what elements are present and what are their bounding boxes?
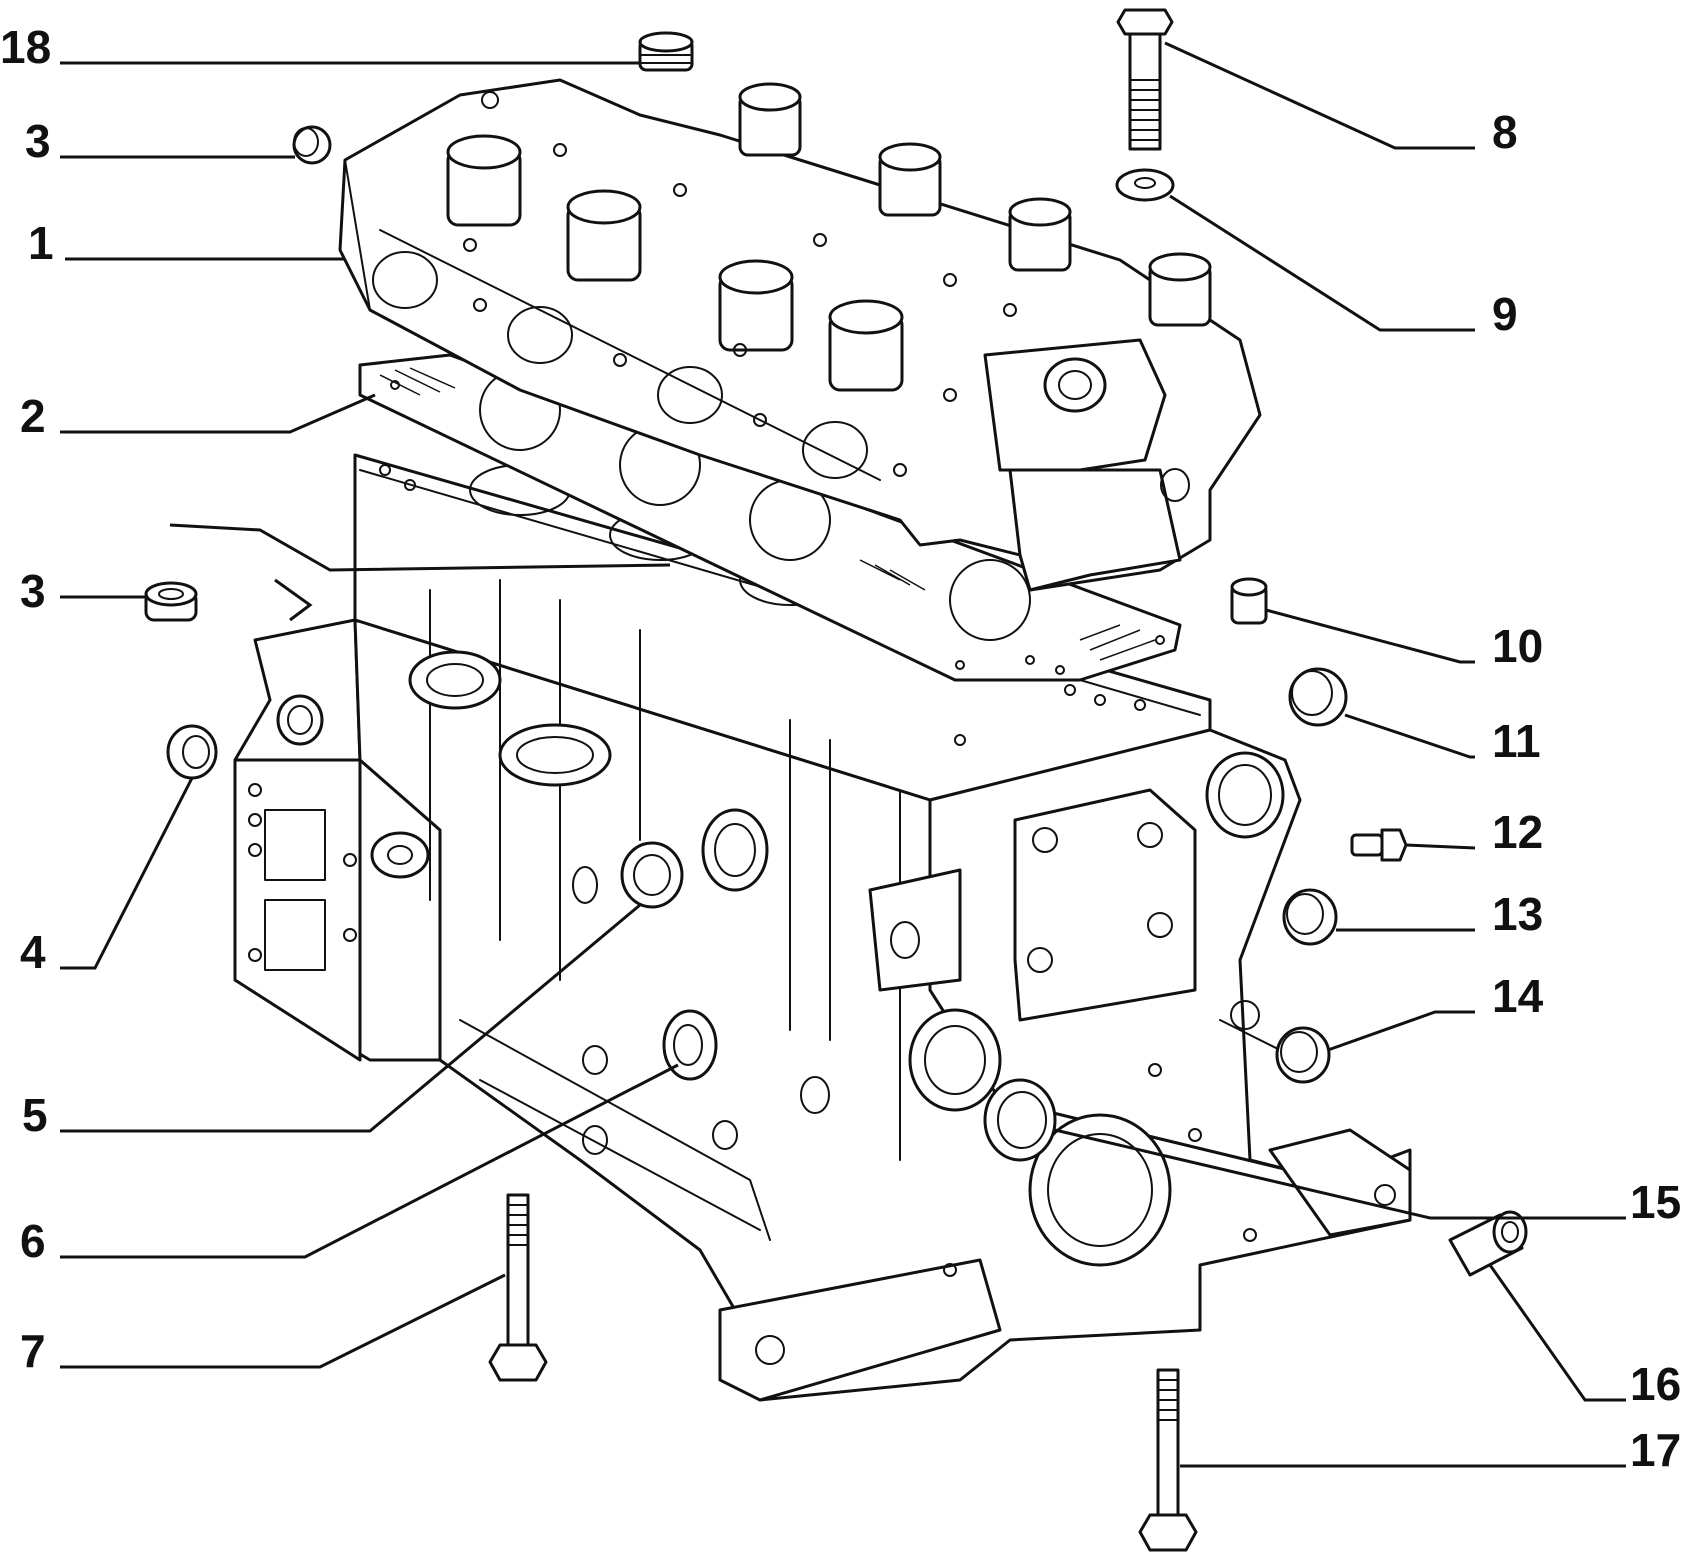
callout-3: 3 — [20, 565, 46, 617]
callout-17: 17 — [1630, 1424, 1681, 1476]
leader-6 — [60, 1063, 679, 1259]
tappet-bucket — [566, 189, 642, 282]
leader-9 — [1169, 194, 1475, 332]
leader-5 — [60, 903, 641, 1133]
callout-15: 15 — [1630, 1176, 1681, 1228]
leader-12 — [1405, 843, 1476, 850]
callout-1: 1 — [28, 217, 54, 269]
tappet-bucket — [828, 299, 904, 392]
callout-18: 18 — [0, 21, 51, 73]
part-14-cap-plug — [1275, 1026, 1331, 1084]
part-17-stud — [1138, 1368, 1198, 1552]
part-11-cap-plug — [1288, 667, 1348, 727]
part-9-washer — [1115, 168, 1175, 202]
callout-11: 11 — [1492, 715, 1541, 767]
callout-13: 13 — [1492, 888, 1543, 940]
callout-8: 8 — [1492, 106, 1518, 158]
leader-14 — [1327, 1010, 1475, 1052]
tappet-bucket — [878, 142, 942, 217]
callout-16: 16 — [1630, 1358, 1681, 1410]
part-4-seal-ring — [166, 724, 218, 780]
callout-14: 14 — [1492, 970, 1544, 1022]
cylinder-head — [338, 78, 1262, 592]
part-7-stud — [488, 1193, 548, 1382]
callout-numbers: 18 3 1 2 3 4 5 6 7 8 9 10 11 12 13 14 15… — [0, 21, 1681, 1476]
callout-9: 9 — [1492, 288, 1518, 340]
part-15-seal-ring — [983, 1078, 1057, 1162]
tappet-bucket — [446, 134, 522, 227]
part-18-plug — [638, 31, 694, 72]
leader-8 — [1164, 41, 1475, 150]
part-16-bushing — [1448, 1210, 1528, 1277]
tappet-bucket — [718, 259, 794, 352]
callout-4: 4 — [20, 926, 46, 978]
part-5-seal — [620, 841, 684, 909]
alignment-leader — [169, 523, 671, 572]
leader-10 — [1265, 608, 1475, 664]
leader-4 — [60, 777, 194, 970]
part-12-plug-screw — [1350, 828, 1408, 862]
leader-16 — [1488, 1264, 1626, 1402]
leader-7 — [60, 1273, 506, 1369]
part-3-sleeve — [144, 581, 198, 622]
part-8-head-bolt — [1116, 8, 1174, 151]
alignment-arrowhead — [274, 578, 313, 622]
tappet-bucket — [1148, 252, 1212, 327]
tappet-bucket — [738, 82, 802, 157]
part-13-cap-plug — [1282, 888, 1338, 946]
callout-3: 3 — [25, 115, 51, 167]
callout-2: 2 — [20, 390, 46, 442]
cylinder-block — [233, 453, 1412, 1402]
tappet-bucket — [1008, 197, 1072, 272]
part-3-plug-top — [292, 125, 332, 165]
leader-15 — [1054, 1128, 1626, 1220]
leader-lines — [60, 41, 1626, 1468]
part-10-dowel — [1230, 577, 1268, 625]
callout-6: 6 — [20, 1215, 46, 1267]
leader-11 — [1344, 713, 1475, 759]
callout-5: 5 — [22, 1089, 48, 1141]
callout-7: 7 — [20, 1325, 46, 1377]
part-6-plug — [662, 1009, 718, 1081]
callout-10: 10 — [1492, 620, 1543, 672]
callout-12: 12 — [1492, 806, 1543, 858]
leader-2 — [60, 393, 376, 434]
